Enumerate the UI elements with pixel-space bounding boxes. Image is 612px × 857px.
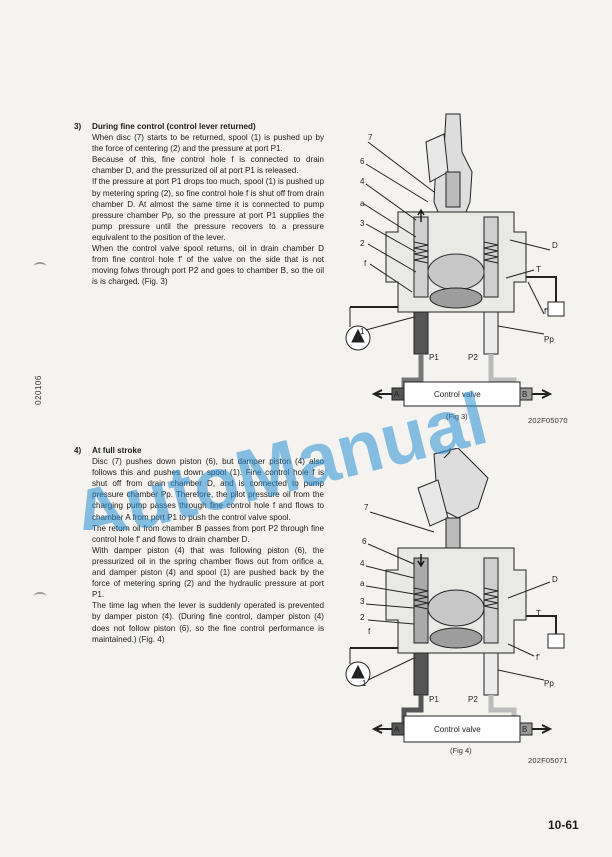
callout-label: 2: [360, 239, 365, 248]
binder-hole-mark: [34, 592, 46, 600]
chamber-label: B: [522, 725, 527, 734]
section-body: When disc (7) starts to be returned, spo…: [92, 132, 324, 287]
paragraph: When the control valve spool returns, oi…: [92, 244, 324, 287]
paragraph: When disc (7) starts to be returned, spo…: [92, 133, 324, 154]
paragraph: The time lag when the lever is suddenly …: [92, 601, 324, 644]
paragraph: Because of this, fine control hole f is …: [92, 155, 324, 176]
callout-label: a: [360, 199, 365, 208]
figure-code: 202F05070: [528, 416, 568, 425]
section-fine-control: 3) During fine control (control lever re…: [74, 121, 324, 287]
callout-label: 6: [360, 157, 365, 166]
callout-label: f: [368, 627, 371, 636]
section-heading: 3) During fine control (control lever re…: [74, 121, 324, 132]
callout-label: 6: [362, 537, 367, 546]
binder-hole-mark: [34, 262, 46, 270]
section-title: At full stroke: [92, 446, 142, 455]
callout-label: 4: [360, 177, 365, 186]
page-number: 10-61: [548, 818, 579, 832]
callout-label: D: [552, 575, 558, 584]
figure-4-ppc-valve-diagram: 7 6 4 a 3 2 f 1 D T f' P1 P2 Pp A B Cont…: [338, 448, 578, 780]
callout-label: 1: [360, 327, 365, 336]
callout-label: 4: [360, 559, 365, 568]
valve-label: Control valve: [434, 725, 481, 734]
port-label: P2: [468, 695, 478, 704]
callout-label: T: [536, 609, 541, 618]
section-number: 3): [74, 122, 82, 131]
chamber-label: B: [522, 390, 527, 399]
port-label: P1: [429, 695, 439, 704]
paragraph: Disc (7) pushes down piston (6), but dam…: [92, 457, 324, 522]
section-full-stroke: 4) At full stroke Disc (7) pushes down p…: [74, 445, 324, 645]
section-heading: 4) At full stroke: [74, 445, 324, 456]
chamber-label: A: [394, 390, 400, 399]
figure-3-ppc-valve-diagram: 7 6 4 a 3 2 f 1 D T f' P1 P2 Pp A B Cont…: [338, 112, 578, 432]
figure-caption: (Fig 4): [450, 746, 472, 755]
port-label: Pp: [544, 335, 554, 344]
paragraph: With damper piston (4) that was followin…: [92, 545, 324, 600]
chamber-label: A: [394, 725, 400, 734]
callout-label: 3: [360, 597, 365, 606]
callout-label: 7: [368, 133, 373, 142]
section-number: 4): [74, 446, 82, 455]
figure-code: 202F05071: [528, 756, 568, 765]
port-label: P2: [468, 353, 478, 362]
paragraph: The return oil from chamber B passes fro…: [92, 523, 324, 544]
callout-label: a: [360, 579, 365, 588]
side-document-code: 020106: [34, 375, 43, 405]
callout-label: f': [544, 307, 548, 316]
section-body: Disc (7) pushes down piston (6), but dam…: [92, 456, 324, 645]
paragraph: If the pressure at port P1 drops too muc…: [92, 177, 324, 242]
port-label: Pp: [544, 679, 554, 688]
callout-label: 7: [364, 503, 369, 512]
callout-label: D: [552, 241, 558, 250]
port-label: P1: [429, 353, 439, 362]
callout-label: f: [364, 259, 367, 268]
callout-label: f': [536, 653, 540, 662]
section-title: During fine control (control lever retur…: [92, 122, 256, 131]
callout-label: T: [536, 265, 541, 274]
callout-label: 2: [360, 613, 365, 622]
callout-label: 1: [362, 679, 367, 688]
callout-label: 3: [360, 219, 365, 228]
figure-caption: (Fig 3): [446, 412, 468, 421]
valve-label: Control valve: [434, 390, 481, 399]
